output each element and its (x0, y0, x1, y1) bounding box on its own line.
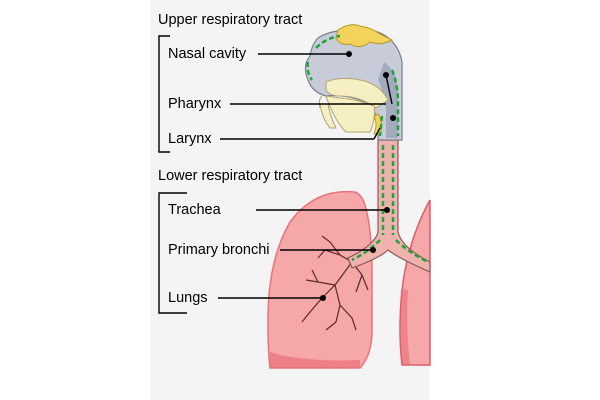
left-lung-shape (267, 190, 373, 369)
leader-pharynx (230, 72, 393, 105)
label-primary-bronchi: Primary bronchi (168, 242, 270, 258)
label-lungs: Lungs (168, 290, 208, 306)
label-nasal-cavity: Nasal cavity (168, 46, 247, 62)
leader-lungs (218, 295, 326, 301)
upper-tract-bracket (158, 35, 170, 153)
right-lung-shape (399, 199, 431, 366)
label-pharynx: Pharynx (168, 96, 222, 112)
label-larynx: Larynx (168, 131, 212, 147)
leader-nasal-cavity (258, 51, 352, 57)
label-trachea: Trachea (168, 202, 222, 218)
section-title-upper: Upper respiratory tract (158, 12, 302, 28)
section-title-lower: Lower respiratory tract (158, 168, 302, 184)
leader-primary-bronchi (280, 247, 376, 253)
leader-trachea (256, 207, 390, 213)
lower-tract-bracket (158, 192, 187, 314)
leader-larynx (220, 115, 396, 140)
